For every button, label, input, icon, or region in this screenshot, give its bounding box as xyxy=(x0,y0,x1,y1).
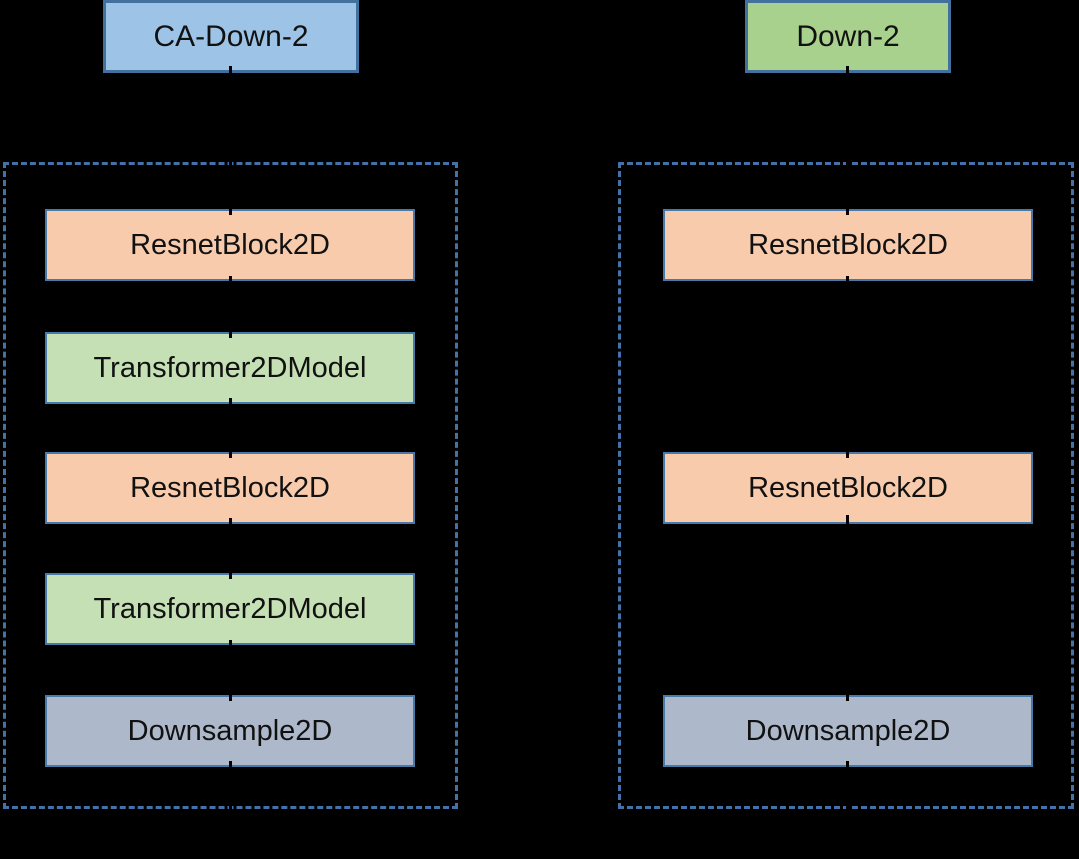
block-downsample2d: Downsample2D xyxy=(663,695,1033,767)
block-transformer2dmodel: Transformer2DModel xyxy=(45,332,415,404)
connector-arrow xyxy=(229,761,232,828)
block-downsample2d: Downsample2D xyxy=(45,695,415,767)
connector-arrow xyxy=(229,640,232,701)
connector-arrow xyxy=(846,515,849,701)
block-resnetblock2d: ResnetBlock2D xyxy=(663,209,1033,281)
connector-arrow xyxy=(229,518,232,579)
block-resnetblock2d: ResnetBlock2D xyxy=(663,452,1033,524)
connector-arrow xyxy=(846,276,849,458)
connector-arrow xyxy=(229,66,232,215)
connector-arrow xyxy=(846,66,849,215)
connector-arrow xyxy=(229,276,232,338)
block-resnetblock2d: ResnetBlock2D xyxy=(45,209,415,281)
connector-arrow xyxy=(846,761,849,828)
block-resnetblock2d: ResnetBlock2D xyxy=(45,452,415,524)
block-transformer2dmodel: Transformer2DModel xyxy=(45,573,415,645)
header-down-2: Down-2 xyxy=(745,0,951,73)
connector-arrow xyxy=(229,398,232,458)
header-ca-down-2: CA-Down-2 xyxy=(103,0,359,73)
